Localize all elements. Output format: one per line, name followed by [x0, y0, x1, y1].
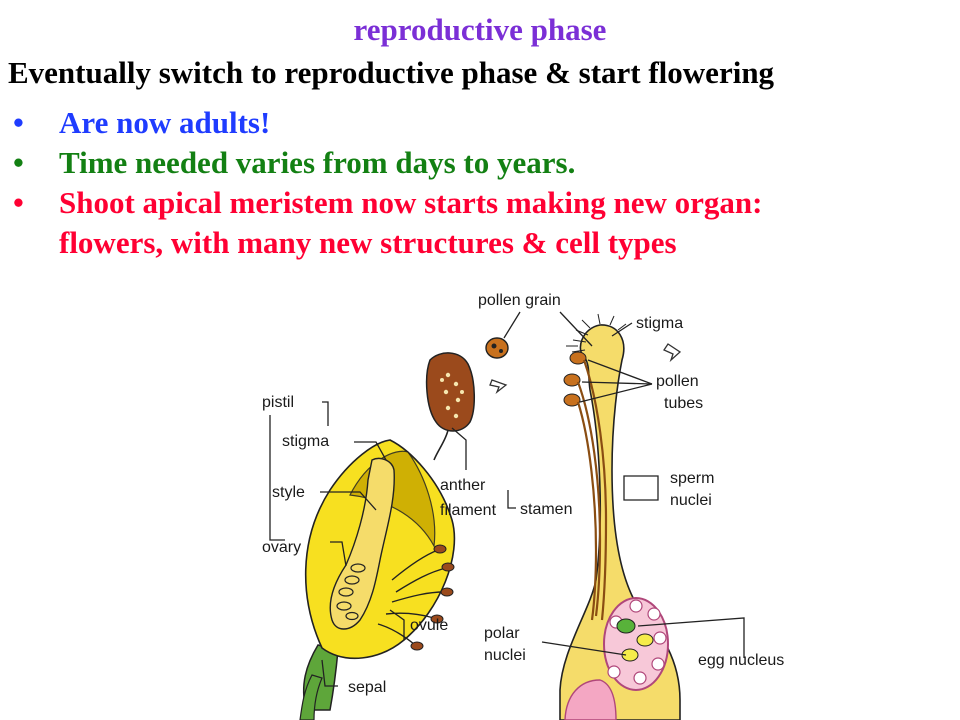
ovary-floor-shape — [564, 679, 617, 720]
anther-illustration — [425, 352, 475, 461]
label-anther: anther — [440, 477, 486, 494]
label-sepal: sepal — [348, 679, 386, 696]
pistil-shape — [329, 457, 395, 630]
anther-shape — [425, 352, 475, 432]
label-polar-nuclei: nuclei — [484, 647, 526, 664]
ovules-group — [336, 563, 366, 621]
label-stigma-right: stigma — [636, 315, 683, 332]
bullet-text: flowers, with many new structures & cell… — [59, 225, 677, 260]
slide-title: reproductive phase — [353, 12, 607, 47]
bullet-marker: • — [13, 105, 24, 140]
label-egg-nucleus: egg nucleus — [698, 652, 784, 669]
bullet-item: • Time needed varies from days to years. — [8, 143, 958, 183]
slide-intro: Eventually switch to reproductive phase … — [8, 55, 775, 90]
embryo-sac-cells — [607, 599, 667, 685]
bullet-list: • Are now adults! • Time needed varies f… — [8, 103, 958, 263]
flower-diagram: pistil stigma style ovary ovule sepal an… — [0, 280, 960, 720]
label-stamen: stamen — [520, 501, 572, 518]
label-polar: polar — [484, 625, 520, 642]
bullet-item-continuation: flowers, with many new structures & cell… — [8, 223, 958, 263]
label-ovule: ovule — [410, 617, 448, 634]
label-stigma-left: stigma — [282, 433, 329, 450]
egg-cell — [616, 618, 636, 634]
flower-illustration — [299, 439, 456, 720]
stem-shape — [299, 674, 323, 720]
bullet-text: Shoot apical meristem now starts making … — [59, 185, 763, 220]
bullet-marker: • — [13, 145, 24, 180]
stamen-tips — [410, 544, 455, 651]
pollen-on-stigma — [563, 351, 587, 407]
polar-nucleus-shape — [636, 633, 654, 647]
bullet-text: Time needed varies from days to years. — [59, 145, 576, 180]
bullet-item: • Shoot apical meristem now starts makin… — [8, 183, 958, 223]
pollen-grain-illustration — [485, 337, 509, 359]
label-tubes: tubes — [664, 395, 703, 412]
bullet-marker: • — [13, 185, 24, 220]
arrow-icon — [489, 379, 508, 394]
label-filament: filament — [440, 502, 497, 519]
label-style: style — [272, 484, 305, 501]
label-pistil: pistil — [262, 394, 294, 411]
anther-pollen-dots — [440, 372, 464, 419]
bullet-text: Are now adults! — [59, 105, 271, 140]
bullet-item: • Are now adults! — [8, 103, 958, 143]
leader-lines — [269, 311, 745, 687]
label-nuclei: nuclei — [670, 492, 712, 509]
filament-shape — [433, 429, 449, 461]
arrow-icon — [663, 343, 682, 363]
label-ovary: ovary — [262, 539, 301, 556]
label-pollen: pollen — [656, 373, 699, 390]
label-pollen-grain: pollen grain — [478, 292, 561, 309]
label-sperm: sperm — [670, 470, 714, 487]
